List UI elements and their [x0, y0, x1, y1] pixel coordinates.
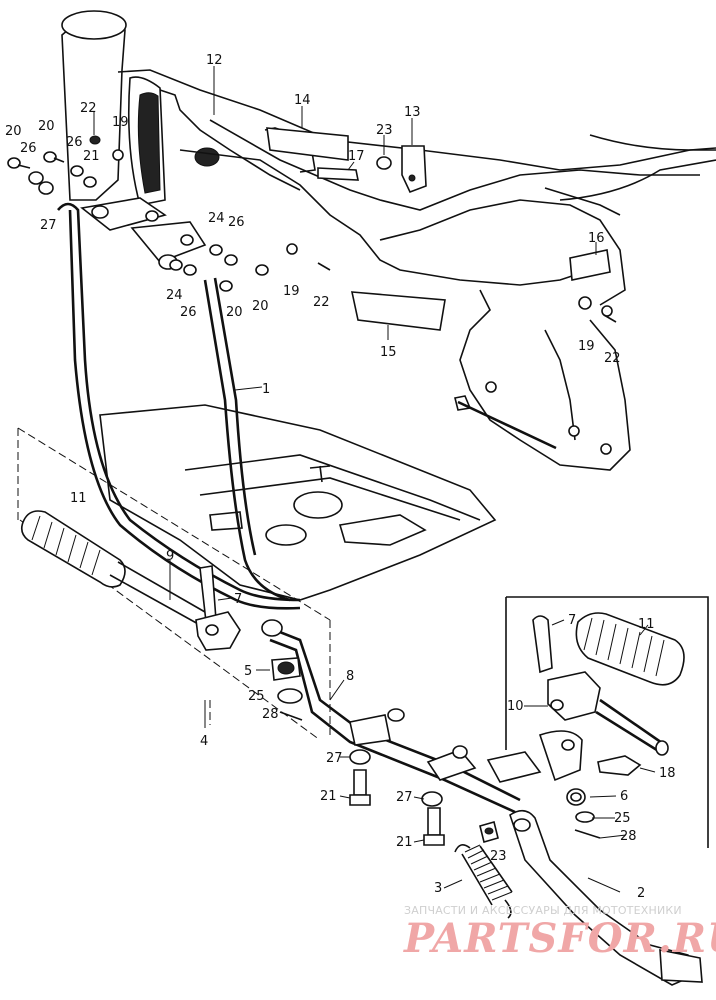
- callout-20-c: 20: [252, 299, 269, 314]
- callout-3: 3: [434, 881, 442, 896]
- callout-12: 12: [206, 53, 223, 68]
- callout-labels: 1 2 3 4 5 6 7 7 8 9 10 11 11 12 13 14 15…: [5, 53, 676, 901]
- footpeg-rubber-left: [20, 510, 206, 626]
- floor-panel: [99, 404, 497, 601]
- callout-25-b: 25: [614, 811, 631, 826]
- clip-13: [401, 145, 427, 194]
- callout-1: 1: [262, 382, 270, 397]
- bracket-17: [317, 167, 359, 181]
- callout-17: 17: [348, 149, 365, 164]
- callout-27-b: 27: [326, 751, 343, 766]
- nut-washer-pin-left: [271, 657, 303, 721]
- callout-21-b: 21: [320, 789, 337, 804]
- bolts-lower: [349, 749, 499, 846]
- callout-7-left: 7: [234, 592, 242, 607]
- callout-28-b: 28: [620, 829, 637, 844]
- callout-24-a: 24: [208, 211, 225, 226]
- callout-22-b: 22: [313, 295, 330, 310]
- callout-27-a: 27: [40, 218, 57, 233]
- callout-15: 15: [380, 345, 397, 360]
- bracket-14: [266, 127, 349, 161]
- callout-7-right: 7: [568, 613, 576, 628]
- callout-28-a: 28: [262, 707, 279, 722]
- callout-8: 8: [346, 669, 354, 684]
- callout-20-d: 20: [226, 305, 243, 320]
- callout-25-a: 25: [248, 689, 265, 704]
- callout-4: 4: [200, 734, 208, 749]
- callout-21-c: 21: [396, 835, 413, 850]
- callout-5: 5: [244, 664, 252, 679]
- callout-22-a: 22: [80, 101, 97, 116]
- stand-arm: [261, 619, 583, 814]
- callout-11-left: 11: [70, 491, 87, 506]
- side-stand: [509, 809, 703, 986]
- footpeg-holder-left: [195, 565, 241, 651]
- callout-20-a: 20: [5, 124, 22, 139]
- fasteners-top-left: [7, 135, 617, 323]
- callout-9: 9: [166, 549, 174, 564]
- callout-19-b: 19: [283, 284, 300, 299]
- spring: [454, 844, 513, 919]
- step-bar: [57, 197, 301, 610]
- callout-19-a: 19: [112, 115, 129, 130]
- callout-18: 18: [659, 766, 676, 781]
- callout-2: 2: [637, 886, 645, 901]
- callout-23-a: 23: [376, 123, 393, 138]
- callout-13: 13: [404, 105, 421, 120]
- callout-26-c: 26: [228, 215, 245, 230]
- callout-11-right: 11: [638, 617, 655, 632]
- callout-10: 10: [507, 699, 524, 714]
- callout-24-b: 24: [166, 288, 183, 303]
- callout-14: 14: [294, 93, 311, 108]
- bracket-15: [350, 291, 446, 331]
- watermark-logo: PARTSFOR.RU: [404, 915, 716, 962]
- bracket-16: [569, 249, 611, 281]
- watermark-caption: ЗАПЧАСТИ И АКСЕССУАРЫ ДЛЯ МОТОТЕХНИКИ: [404, 904, 682, 917]
- inset-box-right: [505, 596, 709, 848]
- callout-22-c: 22: [604, 351, 621, 366]
- callout-23-b: 23: [490, 849, 507, 864]
- callout-6: 6: [620, 789, 628, 804]
- callout-26-a: 26: [20, 141, 37, 156]
- callout-19-c: 19: [578, 339, 595, 354]
- callout-26-b: 26: [66, 135, 83, 150]
- leader-lines: [93, 66, 656, 893]
- fasteners-right: [566, 788, 601, 839]
- callout-27-c: 27: [396, 790, 413, 805]
- callout-21-a: 21: [83, 149, 100, 164]
- callout-16: 16: [588, 231, 605, 246]
- callout-26-d: 26: [180, 305, 197, 320]
- callout-20-b: 20: [38, 119, 55, 134]
- watermark: ЗАПЧАСТИ И АКСЕССУАРЫ ДЛЯ МОТОТЕХНИКИ PA…: [404, 904, 716, 962]
